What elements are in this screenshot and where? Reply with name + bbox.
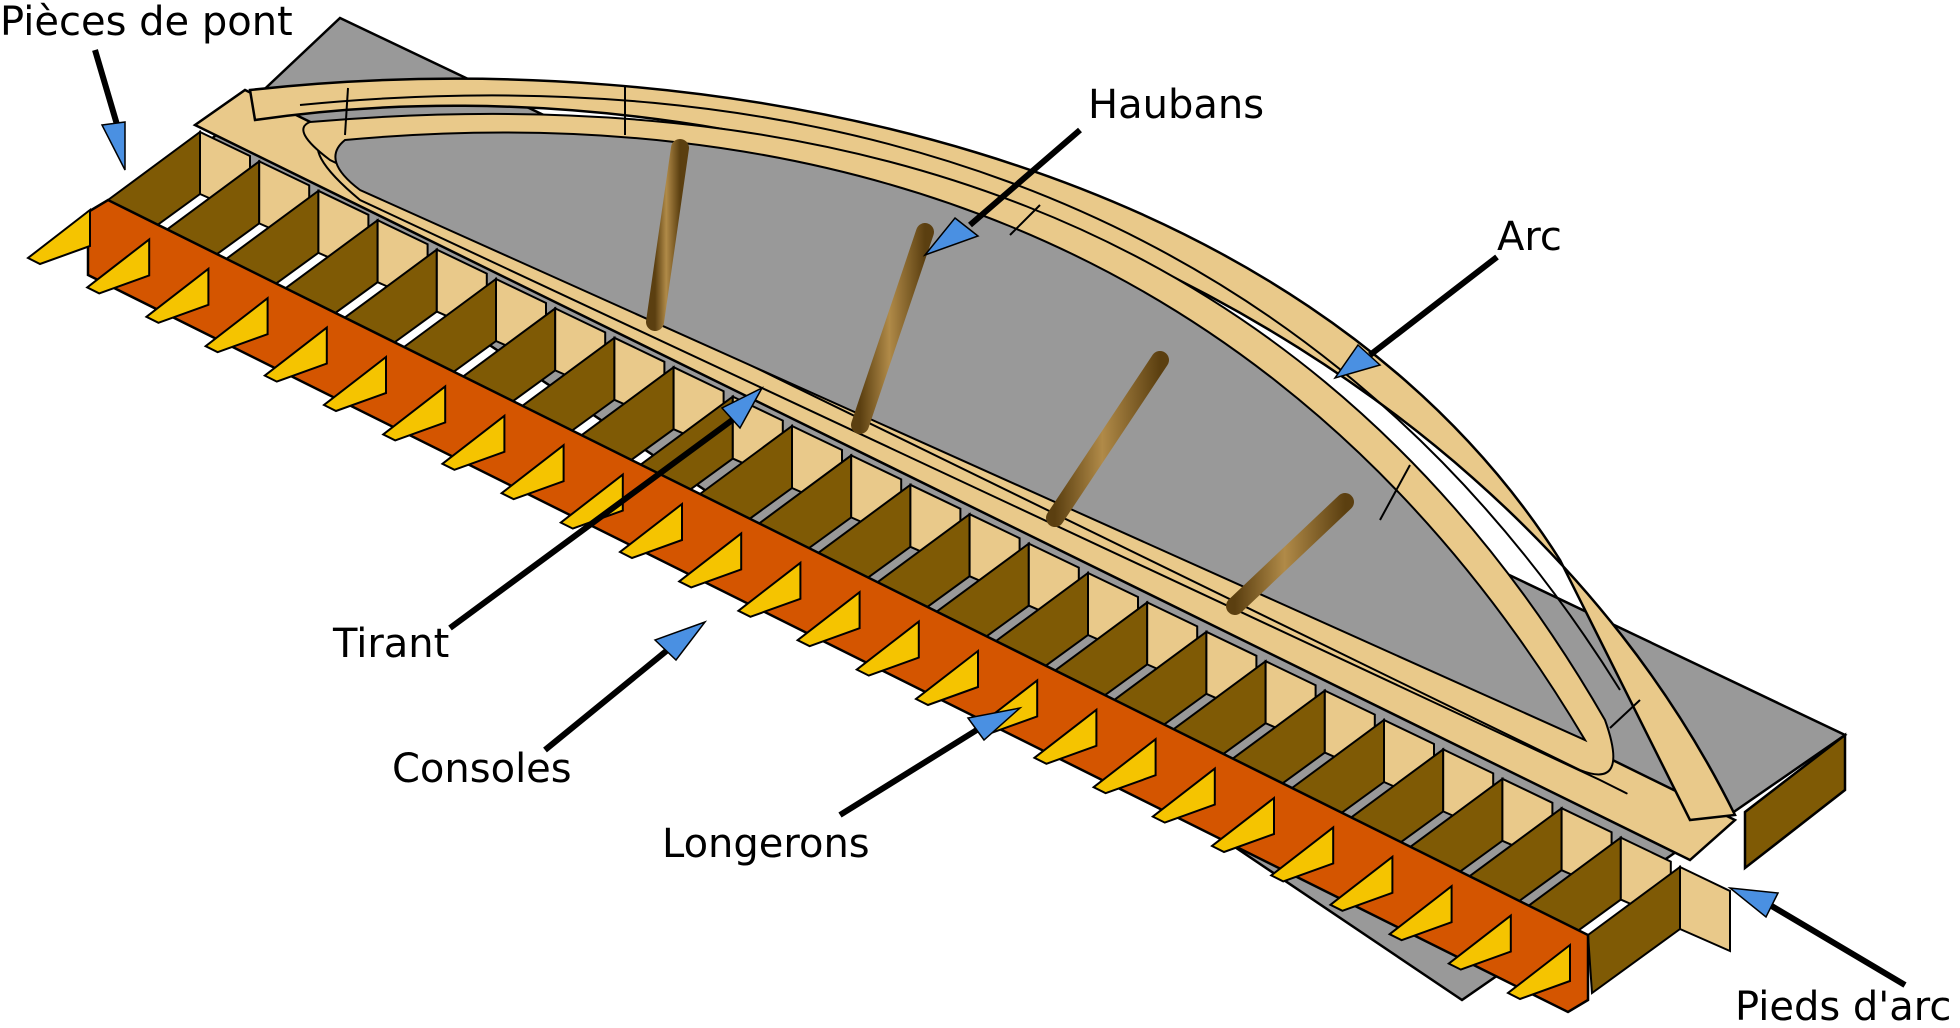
console — [322, 354, 387, 413]
leader-pieds-darc — [1768, 902, 1907, 988]
console — [262, 325, 328, 383]
arc-joint-1 — [344, 87, 349, 136]
hauban-4 — [1046, 351, 1169, 527]
console — [1150, 766, 1216, 824]
label-tirant: Tirant — [332, 621, 449, 667]
hauban-5 — [1226, 493, 1354, 615]
arrowhead-tirant — [720, 386, 764, 430]
console — [203, 296, 269, 354]
deck-end-face — [1743, 732, 1847, 871]
console — [1091, 737, 1157, 795]
label-arc: Arc — [1497, 214, 1562, 260]
arrowhead-longerons — [966, 706, 1023, 742]
arc-inner-line — [299, 94, 1621, 691]
arrowhead-pieds-darc — [1727, 886, 1780, 919]
label-consoles: Consoles — [392, 746, 572, 792]
label-longerons: Longerons — [662, 821, 870, 867]
haubans — [453, 116, 1354, 615]
arc — [248, 77, 1737, 822]
arrowhead-haubans — [922, 216, 980, 257]
leader-arrows — [92, 49, 1907, 988]
leader-longerons — [838, 725, 982, 818]
console — [1328, 854, 1394, 912]
console — [499, 443, 565, 501]
label-pieces-de-pont: Pièces de pont — [0, 0, 293, 45]
longeron — [86, 198, 1590, 1014]
console — [381, 384, 447, 442]
hauban-2 — [646, 139, 689, 331]
console — [736, 560, 802, 618]
piece-de-pont-face — [1679, 865, 1731, 953]
console — [1446, 913, 1512, 971]
leader-pieces-de-pont — [92, 49, 121, 129]
console — [144, 266, 210, 324]
console — [440, 413, 506, 471]
console — [618, 501, 683, 560]
label-pieds-darc: Pieds d'arc — [1735, 984, 1951, 1028]
console — [1387, 884, 1453, 942]
console — [1506, 942, 1571, 1001]
leader-haubans — [968, 127, 1082, 228]
consoles-group — [26, 207, 1571, 1001]
console — [914, 648, 979, 707]
arc-joint-3 — [1009, 204, 1041, 236]
arrowhead-consoles — [653, 620, 708, 662]
console — [1269, 825, 1335, 883]
arc-joint-4 — [1379, 464, 1411, 521]
leader-tirant — [448, 415, 737, 631]
console — [1210, 795, 1275, 854]
arrowhead-pieces-de-pont — [100, 121, 126, 171]
leader-consoles — [543, 645, 672, 753]
console — [795, 590, 861, 648]
console — [677, 531, 743, 589]
arc-joint-5 — [1609, 699, 1641, 729]
leader-arc — [1368, 254, 1499, 358]
arc-hollow — [334, 131, 1588, 743]
console — [1032, 707, 1098, 765]
hauban-3 — [851, 223, 934, 434]
console — [854, 619, 920, 677]
label-haubans: Haubans — [1088, 82, 1264, 128]
console — [26, 207, 91, 266]
arrowhead-arc — [1333, 343, 1382, 380]
console — [85, 237, 151, 295]
